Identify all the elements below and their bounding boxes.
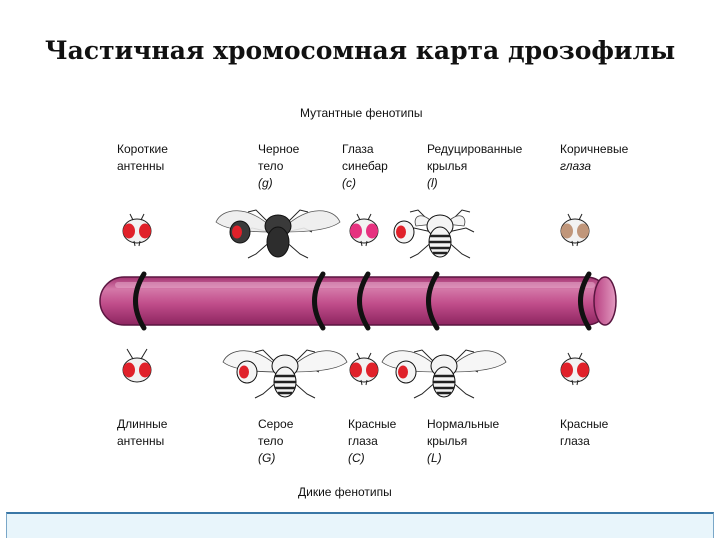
locus-body-color bbox=[312, 271, 326, 331]
wild-red-eyes-head bbox=[349, 352, 379, 386]
wild-normal-wings-fly bbox=[381, 349, 507, 399]
wild-phenotypes-header: Дикие фенотипы bbox=[298, 485, 392, 499]
footer-bar bbox=[6, 512, 714, 538]
mutant-reduced-wings-fly bbox=[393, 209, 475, 259]
wild-long-antennae-head bbox=[122, 348, 152, 383]
locus-wings bbox=[426, 271, 440, 331]
mutant-short-antennae-head bbox=[122, 213, 152, 247]
locus-antennae bbox=[133, 271, 147, 331]
mutant-cinnabar-eyes-head bbox=[349, 213, 379, 247]
mutant-brown-eyes-head bbox=[560, 213, 590, 247]
wild-red-eyes-head-right bbox=[560, 352, 590, 386]
mutant-phenotypes-header: Мутантные фенотипы bbox=[300, 106, 423, 120]
locus-eye-color bbox=[357, 271, 371, 331]
page-title: Частичная хромосомная карта дрозофилы bbox=[44, 36, 676, 65]
wild-gray-body-fly bbox=[222, 349, 348, 399]
chromosome bbox=[99, 276, 617, 326]
mutant-black-body-fly bbox=[215, 209, 341, 259]
gene-locus-bands bbox=[133, 271, 592, 331]
locus-brown-eyes bbox=[578, 271, 592, 331]
